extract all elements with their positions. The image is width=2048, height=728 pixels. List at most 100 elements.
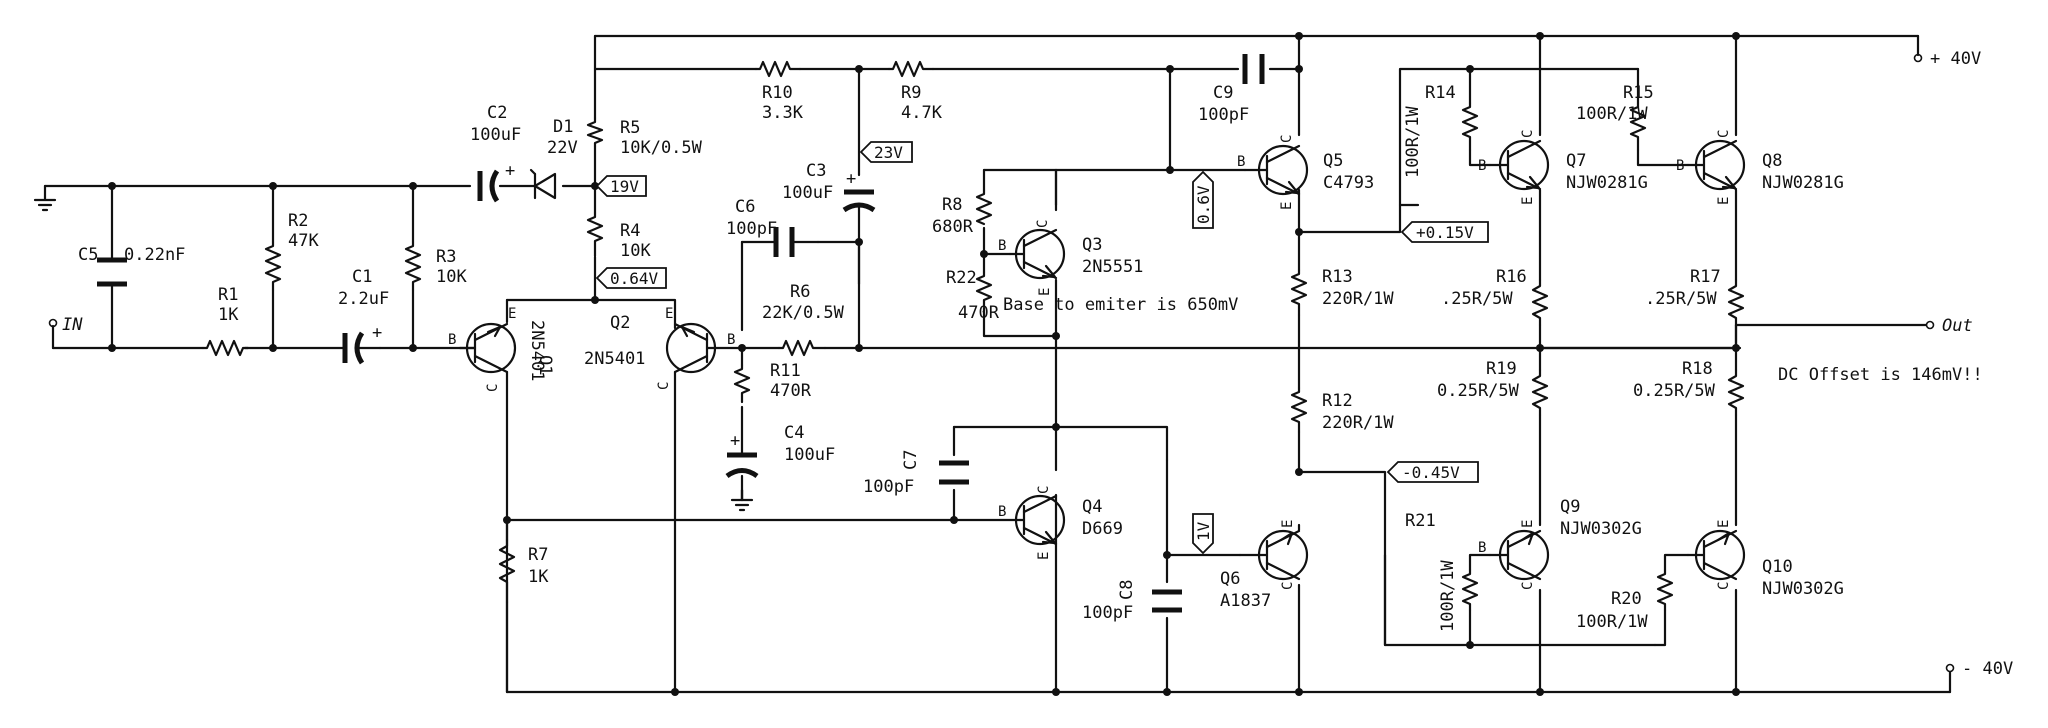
svg-text:0.6V: 0.6V bbox=[1194, 185, 1213, 224]
svg-text:E: E bbox=[1037, 288, 1053, 296]
svg-text:C1: C1 bbox=[352, 267, 372, 287]
svg-text:C9: C9 bbox=[1213, 83, 1233, 103]
resistor-r5: R5 10K/0.5W bbox=[586, 116, 703, 158]
svg-text:47K: 47K bbox=[288, 231, 319, 251]
svg-text:0.22nF: 0.22nF bbox=[124, 245, 185, 265]
svg-text:C4: C4 bbox=[784, 423, 804, 443]
svg-text:R10: R10 bbox=[762, 83, 793, 103]
ground-symbol-input bbox=[33, 195, 57, 212]
svg-text:100pF: 100pF bbox=[726, 219, 777, 239]
resistor-r2: R2 47K bbox=[264, 211, 319, 292]
negative-rail-terminal bbox=[1945, 663, 1955, 673]
voltage-tag-r4-node: 0.64V bbox=[595, 267, 667, 289]
svg-text:100pF: 100pF bbox=[863, 477, 914, 497]
svg-text:R16: R16 bbox=[1496, 267, 1527, 287]
svg-text:Q2: Q2 bbox=[610, 313, 630, 333]
svg-text:.25R/5W: .25R/5W bbox=[1645, 289, 1717, 309]
svg-text:-0.45V: -0.45V bbox=[1402, 463, 1460, 482]
junction-dots bbox=[108, 32, 1740, 696]
svg-text:470R: 470R bbox=[958, 303, 1000, 323]
resistor-r12: R12 220R/1W bbox=[1290, 386, 1394, 434]
svg-text:C8: C8 bbox=[1117, 580, 1137, 600]
svg-text:+: + bbox=[846, 169, 856, 189]
svg-text:+: + bbox=[730, 431, 740, 451]
resistor-r16: R16 .25R/5W bbox=[1441, 267, 1549, 327]
svg-text:2N5401: 2N5401 bbox=[527, 320, 547, 381]
svg-text:C2: C2 bbox=[487, 103, 507, 123]
svg-text:E: E bbox=[1280, 520, 1296, 528]
svg-text:R22: R22 bbox=[946, 268, 977, 288]
resistor-r9: R9 4.7K bbox=[887, 60, 943, 123]
svg-text:19V: 19V bbox=[610, 177, 639, 196]
transistor-q8: B C E Q8 NJW0281G bbox=[1676, 130, 1844, 205]
svg-text:E: E bbox=[1716, 197, 1732, 205]
resistor-r1: R1 1K bbox=[201, 285, 250, 357]
svg-text:.25R/5W: .25R/5W bbox=[1441, 289, 1513, 309]
svg-text:0.64V: 0.64V bbox=[610, 269, 659, 288]
svg-text:R20: R20 bbox=[1611, 589, 1642, 609]
svg-text:R2: R2 bbox=[288, 211, 308, 231]
svg-text:22V: 22V bbox=[547, 138, 578, 158]
svg-text:Q1: Q1 bbox=[535, 355, 555, 375]
svg-text:4.7K: 4.7K bbox=[901, 103, 943, 123]
svg-text:C: C bbox=[1716, 130, 1732, 138]
svg-text:B: B bbox=[1237, 154, 1245, 170]
svg-text:NJW0302G: NJW0302G bbox=[1762, 579, 1844, 599]
svg-text:Q7: Q7 bbox=[1566, 151, 1586, 171]
transistor-q6: E C Q6 A1837 bbox=[1220, 520, 1309, 611]
svg-text:Q5: Q5 bbox=[1323, 151, 1343, 171]
svg-text:100uF: 100uF bbox=[782, 183, 833, 203]
svg-text:R6: R6 bbox=[790, 282, 810, 302]
svg-text:R3: R3 bbox=[436, 247, 456, 267]
capacitor-c7: C7 100pF bbox=[863, 450, 969, 497]
svg-text:R4: R4 bbox=[620, 221, 640, 241]
svg-text:E: E bbox=[1520, 520, 1536, 528]
svg-text:E: E bbox=[508, 306, 516, 322]
svg-text:10K/0.5W: 10K/0.5W bbox=[620, 138, 703, 158]
svg-text:E: E bbox=[1279, 202, 1295, 210]
svg-text:+: + bbox=[505, 161, 515, 181]
svg-text:B: B bbox=[1676, 158, 1684, 174]
negative-rail-label: - 40V bbox=[1962, 659, 2013, 679]
svg-text:C: C bbox=[1520, 582, 1536, 590]
svg-text:D1: D1 bbox=[553, 117, 573, 137]
svg-text:100R/1W: 100R/1W bbox=[1576, 104, 1648, 124]
transistor-q3: B C E Q3 2N5551 bbox=[998, 220, 1143, 296]
resistor-r21: R21 100R/1W bbox=[1405, 511, 1479, 632]
voltage-tag-d1-node: 19V bbox=[595, 175, 647, 197]
svg-text:Q10: Q10 bbox=[1762, 557, 1793, 577]
input-label: IN bbox=[62, 315, 83, 335]
transistor-q7: B C E Q7 NJW0281G bbox=[1478, 130, 1648, 205]
svg-text:D669: D669 bbox=[1082, 519, 1123, 539]
positive-rail-label: + 40V bbox=[1930, 49, 1981, 69]
svg-text:100uF: 100uF bbox=[784, 445, 835, 465]
zener-diode-d1: D1 22V bbox=[529, 117, 578, 200]
svg-text:C6: C6 bbox=[735, 197, 755, 217]
svg-text:R17: R17 bbox=[1690, 267, 1721, 287]
svg-text:B: B bbox=[1478, 158, 1486, 174]
svg-text:NJW0281G: NJW0281G bbox=[1762, 173, 1844, 193]
svg-text:R18: R18 bbox=[1682, 359, 1713, 379]
svg-text:B: B bbox=[448, 332, 456, 348]
resistor-r18: R18 0.25R/5W bbox=[1633, 359, 1745, 417]
resistor-r7: R7 1K bbox=[498, 538, 549, 604]
svg-text:220R/1W: 220R/1W bbox=[1322, 413, 1394, 433]
resistor-r20: R20 100R/1W bbox=[1576, 568, 1674, 632]
svg-text:1K: 1K bbox=[528, 567, 549, 587]
svg-text:R21: R21 bbox=[1405, 511, 1436, 531]
svg-text:E: E bbox=[1716, 520, 1732, 528]
svg-text:23V: 23V bbox=[874, 143, 903, 162]
svg-text:C: C bbox=[1035, 220, 1051, 228]
svg-text:100pF: 100pF bbox=[1198, 105, 1249, 125]
svg-text:C: C bbox=[656, 382, 672, 390]
voltage-tag-c3-node: 23V bbox=[859, 141, 913, 163]
svg-text:470R: 470R bbox=[770, 381, 812, 401]
capacitor-c9: C9 100pF bbox=[1198, 54, 1265, 125]
svg-text:NJW0281G: NJW0281G bbox=[1566, 173, 1648, 193]
transistor-q4: B C E Q4 D669 bbox=[998, 486, 1123, 560]
voltage-tag-q6-base: 1V bbox=[1192, 513, 1214, 555]
svg-text:10K: 10K bbox=[436, 267, 467, 287]
svg-text:100R/1W: 100R/1W bbox=[1403, 106, 1423, 178]
wires bbox=[43, 34, 1952, 694]
svg-text:C4793: C4793 bbox=[1323, 173, 1374, 193]
